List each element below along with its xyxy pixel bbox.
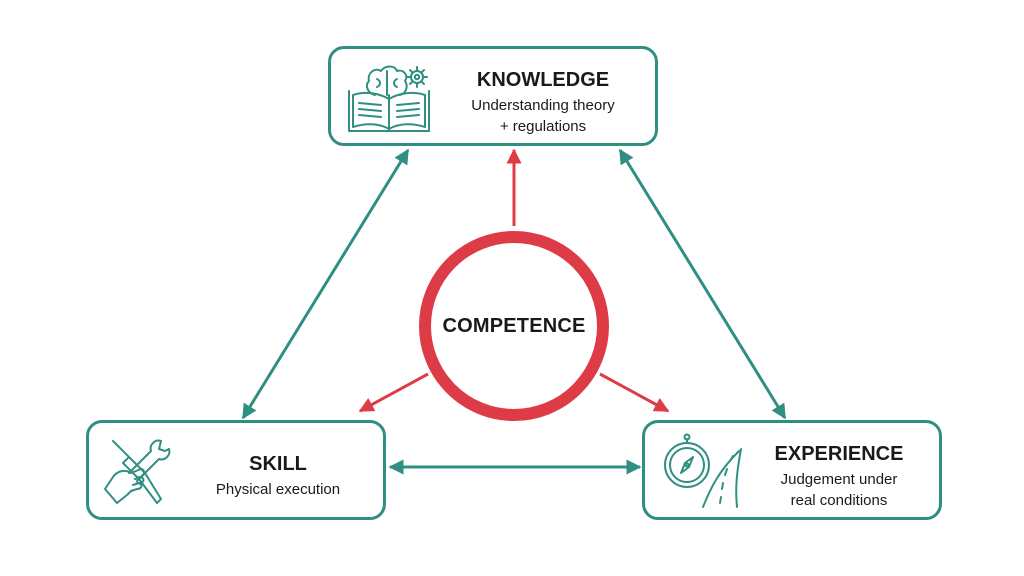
skill-title: SKILL xyxy=(249,453,307,475)
knowledge-title: KNOWLEDGE xyxy=(476,69,610,91)
arrow-competence-experience xyxy=(599,372,670,413)
skill-node: SKILL Physical execution xyxy=(86,420,386,520)
competence-ring: COMPETENCE xyxy=(419,231,609,421)
brain-book-gear-icon xyxy=(348,65,430,132)
experience-desc-line1: Judgement under xyxy=(780,471,898,488)
compass-road-icon xyxy=(664,433,742,508)
experience-desc-line2: real conditions xyxy=(790,492,888,509)
experience-description: Judgement under real conditions xyxy=(749,469,929,511)
experience-title: EXPERIENCE xyxy=(774,443,904,465)
competence-label: COMPETENCE xyxy=(442,314,586,337)
knowledge-desc-line1: Understanding theory xyxy=(471,97,615,114)
knowledge-description: Understanding theory + regulations xyxy=(441,95,645,137)
skill-description: Physical execution xyxy=(215,481,341,498)
hand-wrench-screwdriver-icon xyxy=(104,439,171,504)
knowledge-node: KNOWLEDGE Understanding theory + regulat… xyxy=(328,46,658,146)
arrow-competence-skill xyxy=(358,372,429,413)
link-knowledge-experience xyxy=(618,148,787,420)
knowledge-desc-line2: + regulations xyxy=(499,118,587,135)
link-knowledge-skill xyxy=(241,148,410,420)
experience-node: EXPERIENCE Judgement under real conditio… xyxy=(642,420,942,520)
